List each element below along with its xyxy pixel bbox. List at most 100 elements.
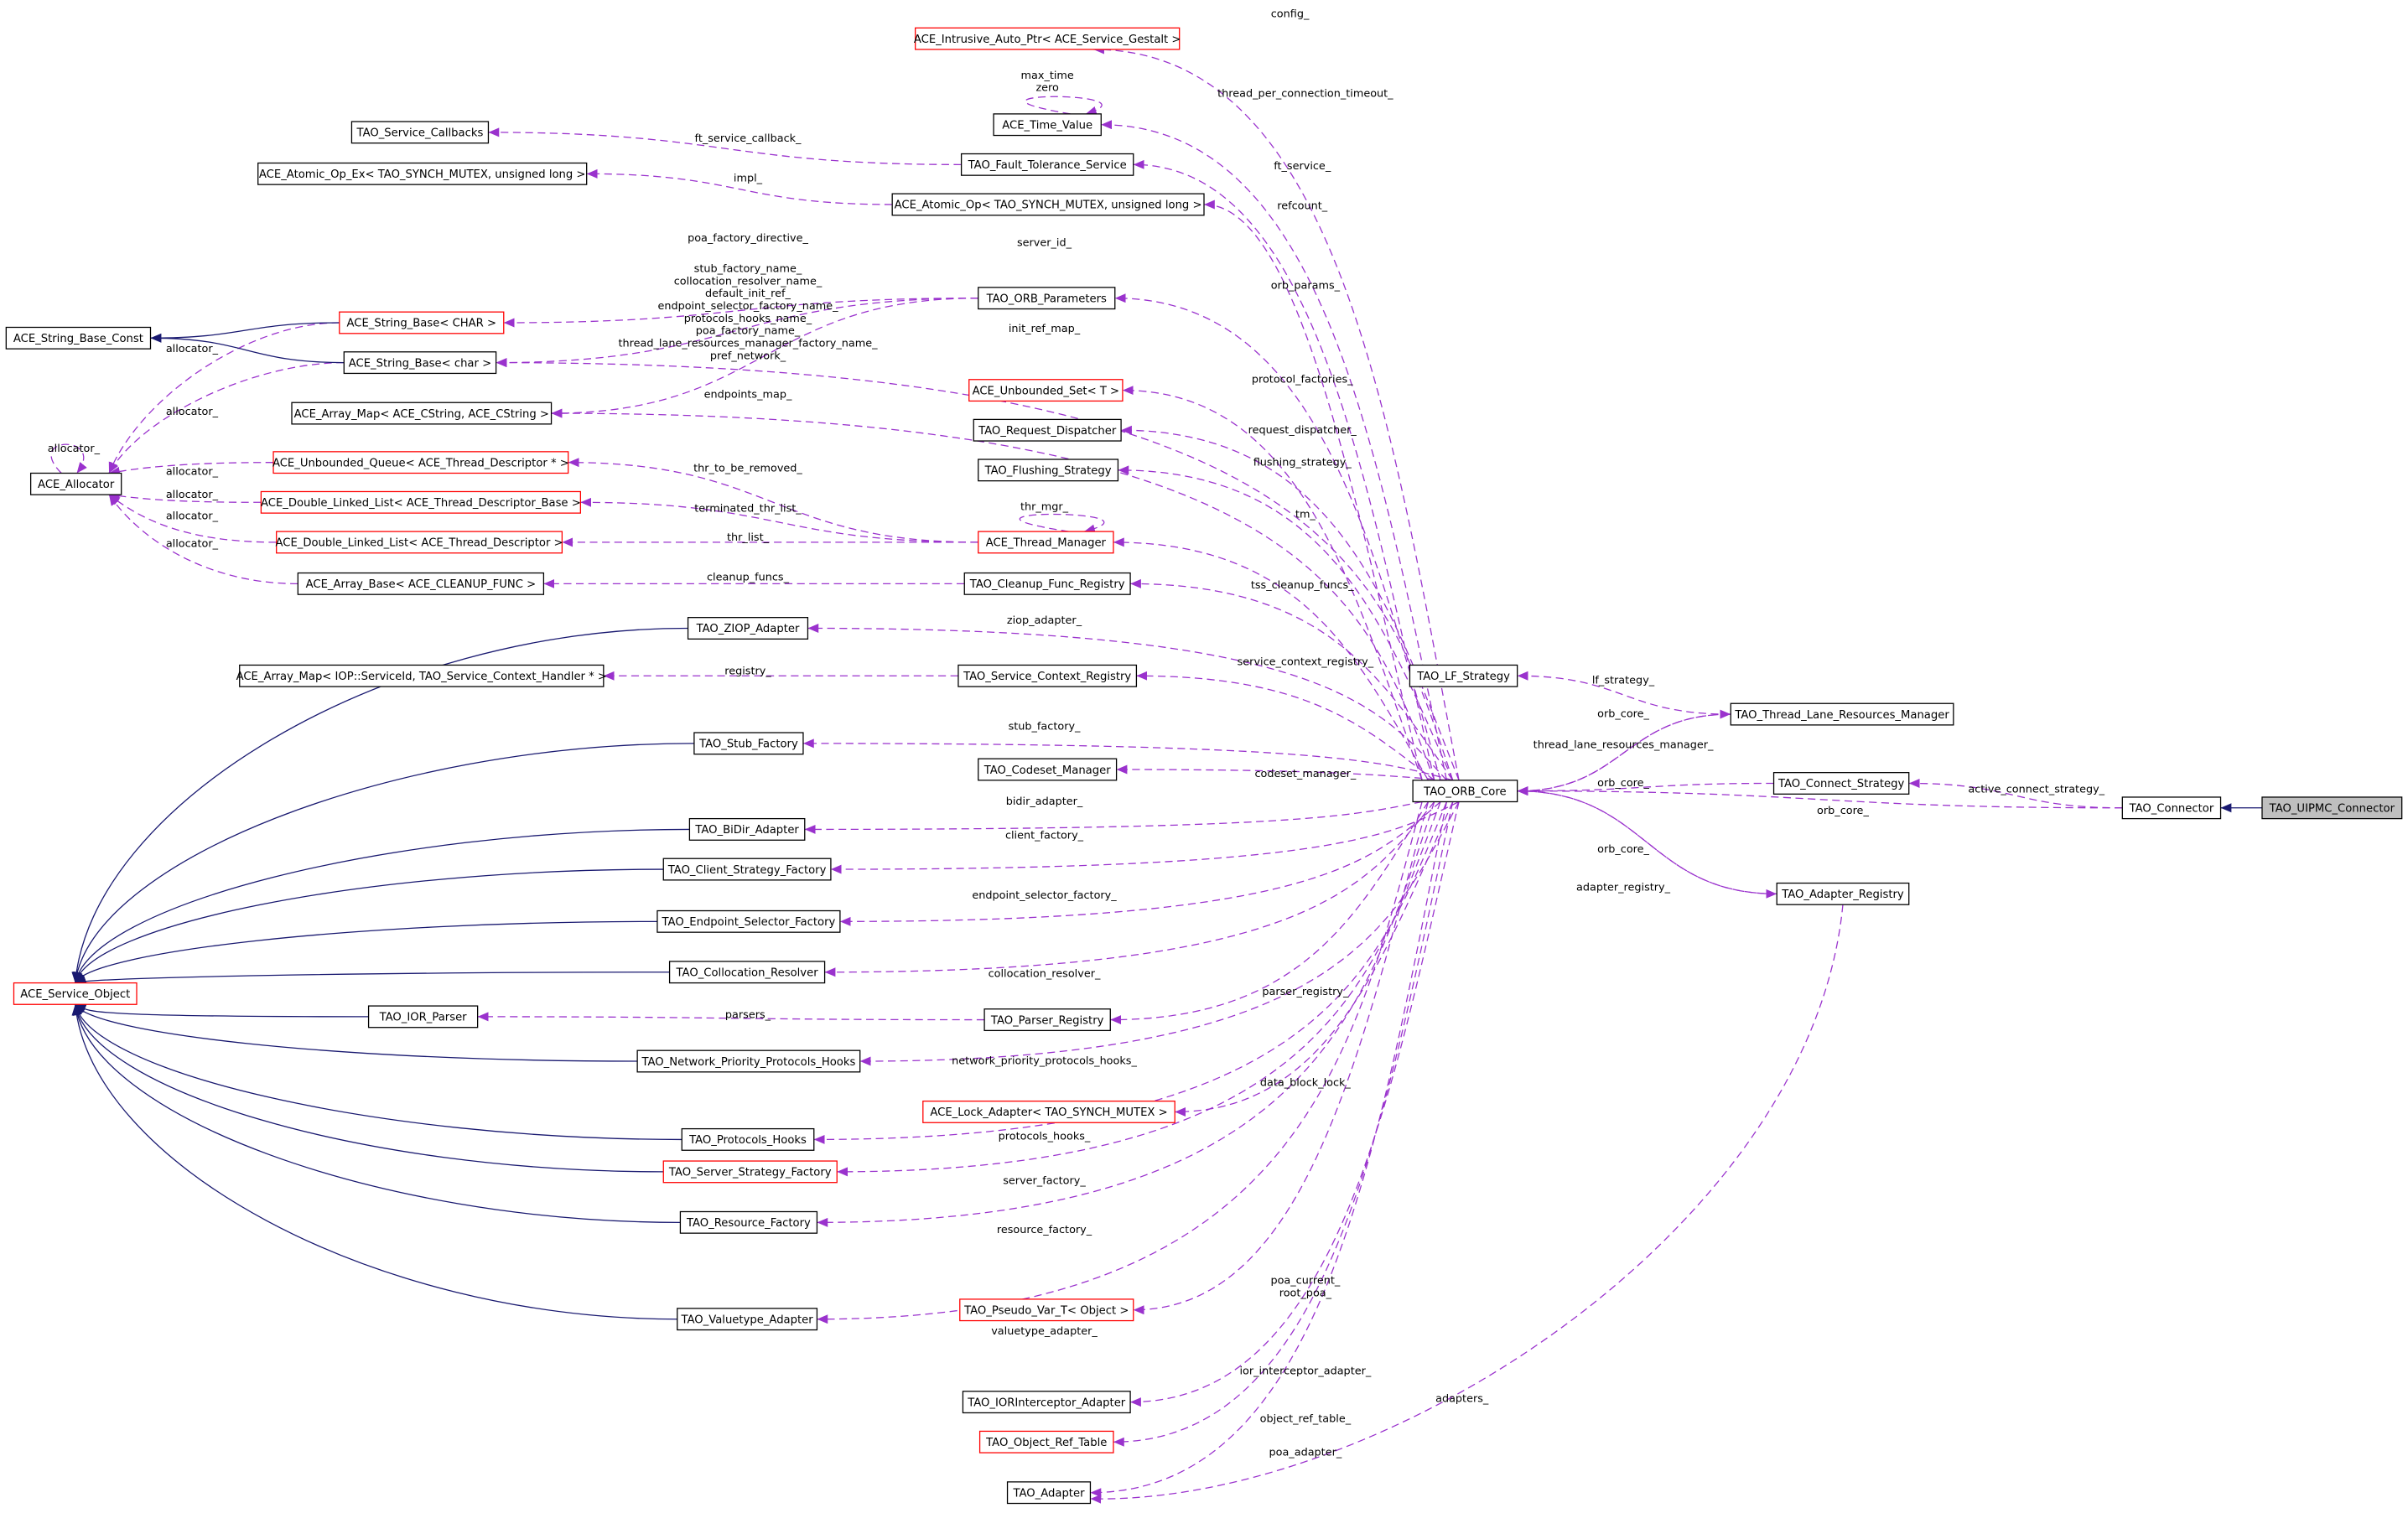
class-node-connector[interactable]: TAO_Connector [2121,796,2222,820]
inheritance-edge-stubf-to-svcobj [71,743,694,983]
usage-edge-orbparams-to-amap [551,298,978,418]
edge-label: thr_to_be_removed_ [693,463,802,475]
class-node-svccb[interactable]: TAO_Service_Callbacks [350,121,490,144]
class-box [339,311,505,334]
class-node-abase[interactable]: ACE_Array_Base< ACE_CLEANUP_FUNC > [297,572,545,595]
class-node-uset[interactable]: ACE_Unbounded_Set< T > [968,379,1124,402]
class-box [915,27,1181,50]
edge-label: server_id_ [1017,236,1072,249]
edge-label: thr_list_ [727,531,770,544]
class-node-atomic[interactable]: ACE_Atomic_Op< TAO_SYNCH_MUTEX, unsigned… [891,193,1205,216]
class-name: TAO_Network_Priority_Protocols_Hooks [641,1056,855,1069]
edge-label: resource_factory_ [997,1224,1092,1236]
class-node-svcobj[interactable]: ACE_Service_Object [13,982,138,1005]
class-box [297,572,545,595]
class-node-adapter[interactable]: TAO_Adapter [1006,1481,1092,1505]
class-node-strconst[interactable]: ACE_String_Base_Const [5,326,152,350]
class-node-amapiop[interactable]: ACE_Array_Map< IOP::ServiceId, TAO_Servi… [236,664,607,687]
usage-edge-ftsvc-to-svccb [488,127,962,165]
class-node-stubf[interactable]: TAO_Stub_Factory [693,732,804,755]
edge-label: active_connect_strategy_ [1968,783,2104,795]
class-node-lf[interactable]: TAO_LF_Strategy [1409,664,1518,687]
class-box [2261,796,2403,820]
class-node-amap[interactable]: ACE_Array_Map< ACE_CString, ACE_CString … [291,402,553,425]
class-name: TAO_Connector [2129,803,2214,816]
class-node-resf[interactable]: TAO_Resource_Factory [679,1210,818,1234]
class-node-alloc[interactable]: ACE_Allocator [29,472,122,495]
class-node-pseudo[interactable]: TAO_Pseudo_Var_T< Object > [959,1298,1134,1322]
class-node-thrmgr[interactable]: ACE_Thread_Manager [978,531,1114,554]
class-node-dllbase[interactable]: ACE_Double_Linked_List< ACE_Thread_Descr… [260,490,581,514]
edge-label: allocator_ [48,443,101,455]
class-node-dlldesc[interactable]: ACE_Double_Linked_List< ACE_Thread_Descr… [275,531,563,554]
class-node-iorp[interactable]: TAO_IOR_Parser [367,1005,479,1029]
class-node-adreg[interactable]: TAO_Adapter_Registry [1776,882,1910,905]
class-node-reqdisp[interactable]: TAO_Request_Dispatcher [973,418,1122,442]
class-name: TAO_Service_Callbacks [356,127,484,140]
class-node-ziop[interactable]: TAO_ZIOP_Adapter [687,617,809,640]
usage-edge-parsreg-to-iorp [477,1012,985,1022]
class-name: TAO_Valuetype_Adapter [680,1314,813,1326]
class-name: ACE_Thread_Manager [986,537,1107,550]
edge-label: protocols_hooks_ [999,1130,1091,1143]
class-node-orbparams[interactable]: TAO_ORB_Parameters [978,287,1116,310]
class-node-uqueue[interactable]: ACE_Unbounded_Queue< ACE_Thread_Descript… [272,451,569,474]
usage-edge-orbparams-to-strchar [496,298,978,368]
class-node-iori[interactable]: TAO_IORInterceptor_Adapter [962,1391,1131,1414]
class-node-valt[interactable]: TAO_Valuetype_Adapter [677,1308,818,1331]
class-node-ssf[interactable]: TAO_Server_Strategy_Factory [662,1160,838,1184]
class-node-flush[interactable]: TAO_Flushing_Strategy [978,459,1119,482]
class-box [993,113,1102,137]
class-node-scr[interactable]: TAO_Service_Context_Registry [957,664,1138,687]
edge-label: stub_factory_name_ [694,263,802,276]
edge-label: pref_network_ [710,350,786,362]
class-node-cleanup[interactable]: TAO_Cleanup_Func_Registry [963,572,1131,595]
edge-label: request_dispatcher_ [1248,424,1357,437]
usage-edge-core-to-ftsvc [1133,159,1435,780]
edge-label: bidir_adapter_ [1006,795,1083,808]
class-box [973,418,1122,442]
class-box [960,153,1134,176]
usage-edge-core-to-ziop [807,623,1447,781]
class-node-ort[interactable]: TAO_Object_Ref_Table [978,1430,1114,1454]
class-node-codeset[interactable]: TAO_Codeset_Manager [978,758,1118,781]
class-node-esf[interactable]: TAO_Endpoint_Selector_Factory [656,909,841,933]
class-name: ACE_Atomic_Op_Ex< TAO_SYNCH_MUTEX, unsig… [259,168,586,181]
class-node-csf[interactable]: TAO_Client_Strategy_Factory [662,858,832,881]
class-node-core[interactable]: TAO_ORB_Core [1412,780,1518,803]
class-node-ph[interactable]: TAO_Protocols_Hooks [681,1127,815,1151]
class-node-atomicex[interactable]: ACE_Atomic_Op_Ex< TAO_SYNCH_MUTEX, unsig… [257,162,588,185]
edge-label: init_ref_map_ [1009,323,1081,335]
edge-label: ft_service_callback_ [695,132,802,145]
class-node-nph[interactable]: TAO_Network_Priority_Protocols_Hooks [636,1049,861,1073]
class-node-lock[interactable]: ACE_Lock_Adapter< TAO_SYNCH_MUTEX > [922,1100,1175,1123]
class-box [968,379,1124,402]
class-node-strchar[interactable]: ACE_String_Base< char > [343,351,497,375]
usage-edge-core-to-esf [839,801,1441,926]
class-node-colloc[interactable]: TAO_Collocation_Resolver [668,961,826,984]
class-name: TAO_ORB_Parameters [986,293,1107,305]
edge-label: tss_cleanup_funcs_ [1251,579,1354,592]
class-node-uipmc[interactable]: TAO_UIPMC_Connector [2261,796,2403,820]
class-name: TAO_ORB_Core [1423,785,1506,798]
class-name: ACE_Service_Object [20,988,130,1001]
class-node-ftsvc[interactable]: TAO_Fault_Tolerance_Service [960,153,1134,176]
class-node-timeval[interactable]: ACE_Time_Value [993,113,1102,137]
class-name: ACE_Array_Map< ACE_CString, ACE_CString … [294,408,549,421]
class-node-strCHAR[interactable]: ACE_String_Base< CHAR > [339,311,505,334]
edge-label: protocol_factories_ [1252,373,1353,386]
class-node-connstrat[interactable]: TAO_Connect_Strategy [1772,772,1910,795]
usage-edge-core-to-codeset [1116,764,1447,781]
edge-label: registry_ [724,665,771,677]
class-node-tlrm[interactable]: TAO_Thread_Lane_Resources_Manager [1730,702,1954,726]
edge-label: allocator_ [166,465,219,478]
class-node-intrusive[interactable]: ACE_Intrusive_Auto_Ptr< ACE_Service_Gest… [914,27,1181,50]
class-box [1409,664,1518,687]
usage-edge-thrmgr-to-uqueue [568,458,978,543]
usage-edge-core-to-thrmgr [1113,537,1429,781]
class-node-bidir[interactable]: TAO_BiDir_Adapter [688,817,806,841]
edge-label: orb_core_ [1597,708,1649,721]
usage-edge-core-to-colloc [824,801,1435,977]
class-node-parsreg[interactable]: TAO_Parser_Registry [983,1008,1111,1032]
